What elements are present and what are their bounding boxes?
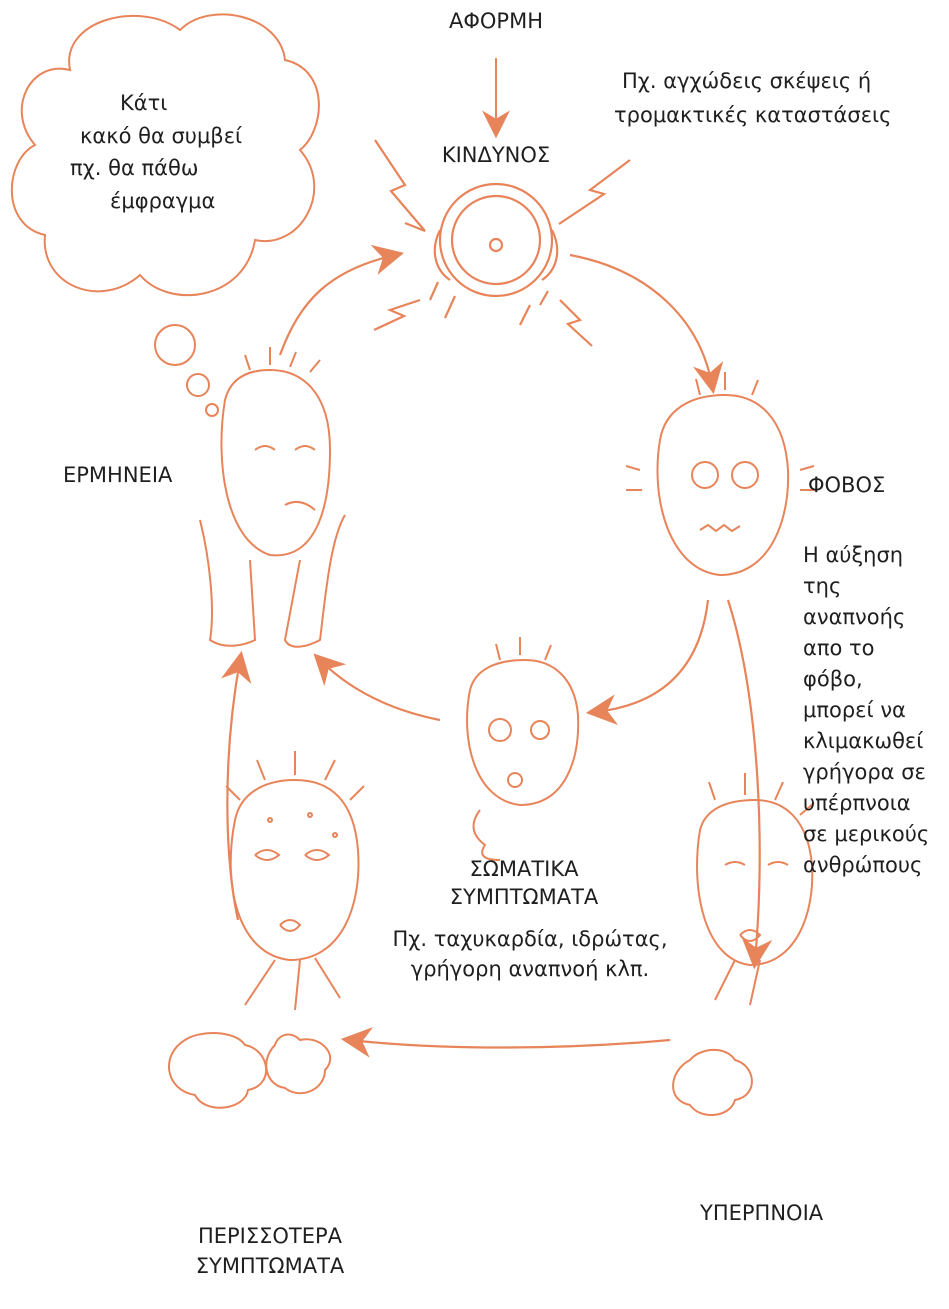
interpretation-label: ΕΡΜΗΝΕΙΑ — [63, 462, 172, 489]
arrow-symptoms-to-interpretation — [320, 660, 440, 720]
trigger-label: ΑΦΟΡΜΗ — [446, 8, 546, 35]
fear-face-icon — [626, 372, 816, 575]
trigger-note-line-2: τρομακτικές καταστάσεις — [614, 102, 891, 129]
thought-line: Κάτι — [120, 88, 167, 118]
fear-note-line: υπέρπνοια — [803, 790, 911, 817]
fear-note-line: μπορεί να — [803, 697, 906, 724]
more-symptoms-label-line-2: ΣΥΜΠΤΩΜΑΤΑ — [180, 1253, 360, 1280]
body-symptoms-label-line-1: ΣΩΜΑΤΙΚΑ — [414, 856, 634, 883]
hyperventilation-label: ΥΠΕΡΠΝΟΙΑ — [700, 1200, 823, 1227]
fear-note-line: γρήγορα σε — [803, 759, 926, 786]
fear-note-line: αναπνοής — [803, 604, 905, 631]
arrow-hyperventilation-to-more — [350, 1040, 670, 1048]
thought-line: πχ. θα πάθω — [70, 153, 198, 183]
arrow-fear-to-hyperventilation — [728, 600, 760, 960]
arrow-interpretation-to-danger — [280, 255, 395, 355]
fear-note-line: της — [803, 573, 841, 600]
arrow-danger-to-fear — [570, 255, 712, 385]
thought-line: κακό θα συμβεί — [80, 121, 242, 151]
body-symptoms-label-line-2: ΣΥΜΠΤΩΜΑΤΑ — [414, 884, 634, 911]
symptoms-face-icon — [467, 637, 578, 860]
fear-note-line: ανθρώπους — [803, 852, 922, 879]
danger-label: ΚΙΝΔΥΝΟΣ — [426, 142, 566, 169]
body-symptoms-note-line-2: γρήγορη αναπνοή κλπ. — [360, 956, 700, 983]
danger-alarm-icon — [374, 140, 630, 346]
fear-note-line: φόβο, — [803, 666, 863, 693]
fear-note-line: κλιμακωθεί — [803, 728, 923, 755]
fear-note-line: απο το — [803, 635, 875, 662]
fear-note-line: σε μερικούς — [803, 821, 929, 848]
body-symptoms-note-line-1: Πχ. ταχυκαρδία, ιδρώτας, — [360, 926, 700, 953]
more-symptoms-label-line-1: ΠΕΡΙΣΣΟΤΕΡΑ — [180, 1223, 360, 1250]
trigger-note-line-1: Πχ. αγχώδεις σκέψεις ή — [622, 68, 871, 95]
arrow-fear-to-symptoms — [595, 600, 708, 712]
more-symptoms-face-icon — [169, 751, 364, 1108]
fear-note-line: Η αύξηση — [803, 542, 903, 569]
thought-line: έμφραγμα — [110, 186, 215, 216]
interpretation-face-icon — [200, 347, 345, 647]
fear-label: ΦΟΒΟΣ — [808, 472, 885, 499]
